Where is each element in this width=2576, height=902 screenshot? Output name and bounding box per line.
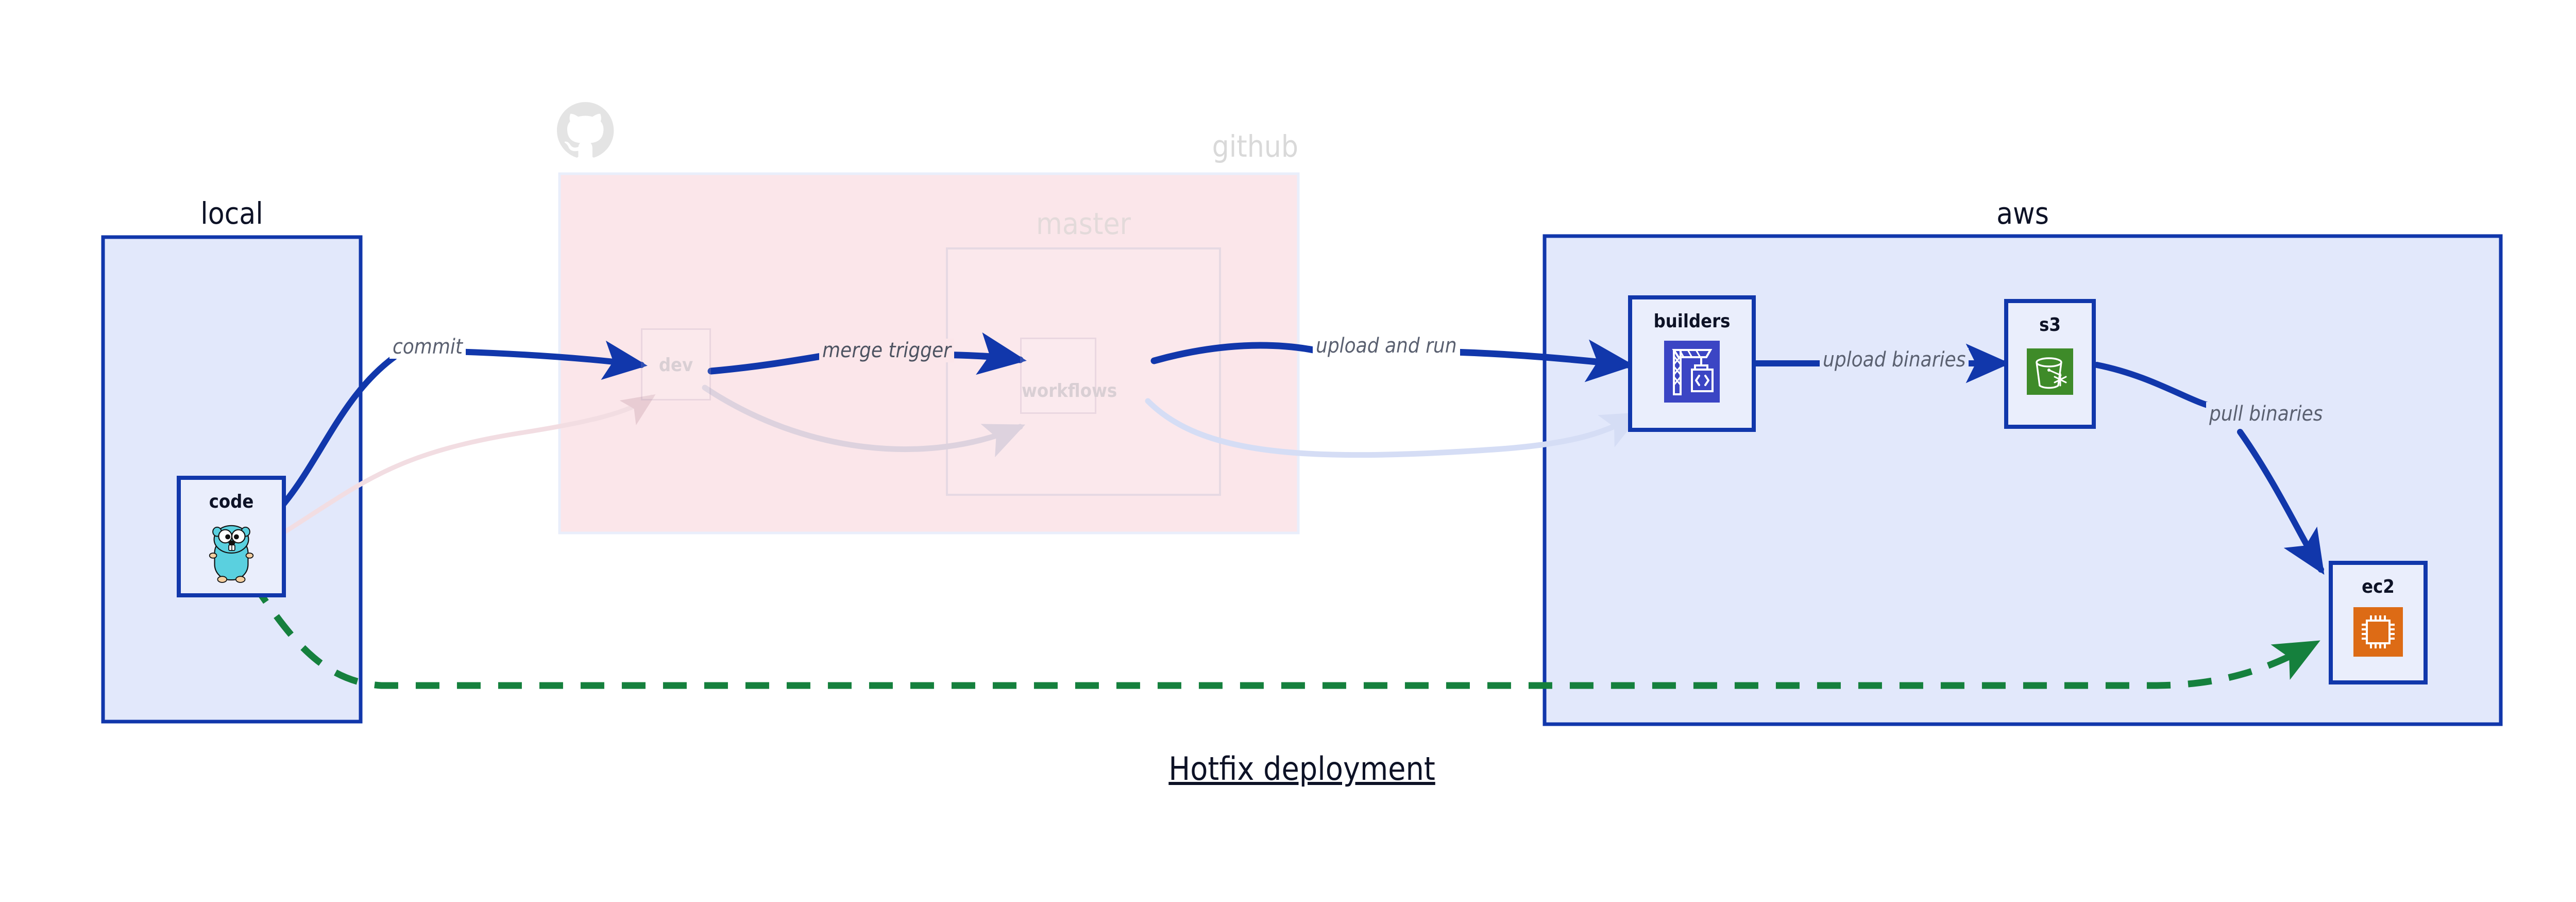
aws-codebuild-crane-icon [1664,341,1720,403]
aws-s3-bucket-icon [2027,348,2073,395]
aws-ec2-chip-icon [2353,607,2403,657]
edge-ghost-workflows-builders [1145,398,1642,458]
group-label-master: master [1036,206,1131,241]
node-workflows[interactable]: workflows [1020,338,1117,414]
edge-commit-tail [451,340,648,380]
github-octocat-icon [557,102,614,158]
node-s3-label: s3 [2039,314,2061,336]
edge-merge-trigger-left [707,352,828,375]
edge-commit [275,354,397,513]
node-workflows-label: workflows [1022,380,1117,402]
edge-label-merge-trigger: merge trigger [819,339,954,362]
edge-ghost-code-dev [276,394,656,539]
edge-label-pull-binaries: pull binaries [2206,402,2326,426]
edge-label-upload-binaries: upload binaries [1820,348,1969,372]
edge-upload-and-run-left [1150,342,1320,364]
go-gopher-icon [201,520,262,583]
node-ec2[interactable]: ec2 [2329,561,2428,684]
edge-hotfix-direct [249,580,2320,689]
edge-ghost-dev-workflows [702,385,1026,458]
node-s3[interactable]: s3 [2004,299,2096,429]
edge-pull-binaries-top [2094,362,2218,410]
node-code[interactable]: code [177,476,286,597]
node-dev-label: dev [658,355,693,376]
edge-label-upload-and-run: upload and run [1313,334,1460,358]
group-label-local: local [200,196,263,231]
edge-upload-and-run-right [1434,339,1635,382]
node-ec2-label: ec2 [2362,576,2395,597]
edge-pull-binaries-bottom [2237,429,2325,575]
diagram-title: Hotfix deployment [1168,750,1435,788]
group-label-aws: aws [1996,196,2049,231]
group-label-github: github [1212,129,1298,164]
edge-label-commit: commit [389,335,466,359]
node-builders[interactable]: builders [1628,295,1756,432]
node-dev[interactable]: dev [641,328,711,400]
node-builders-label: builders [1653,311,1731,332]
node-code-label: code [209,491,254,512]
